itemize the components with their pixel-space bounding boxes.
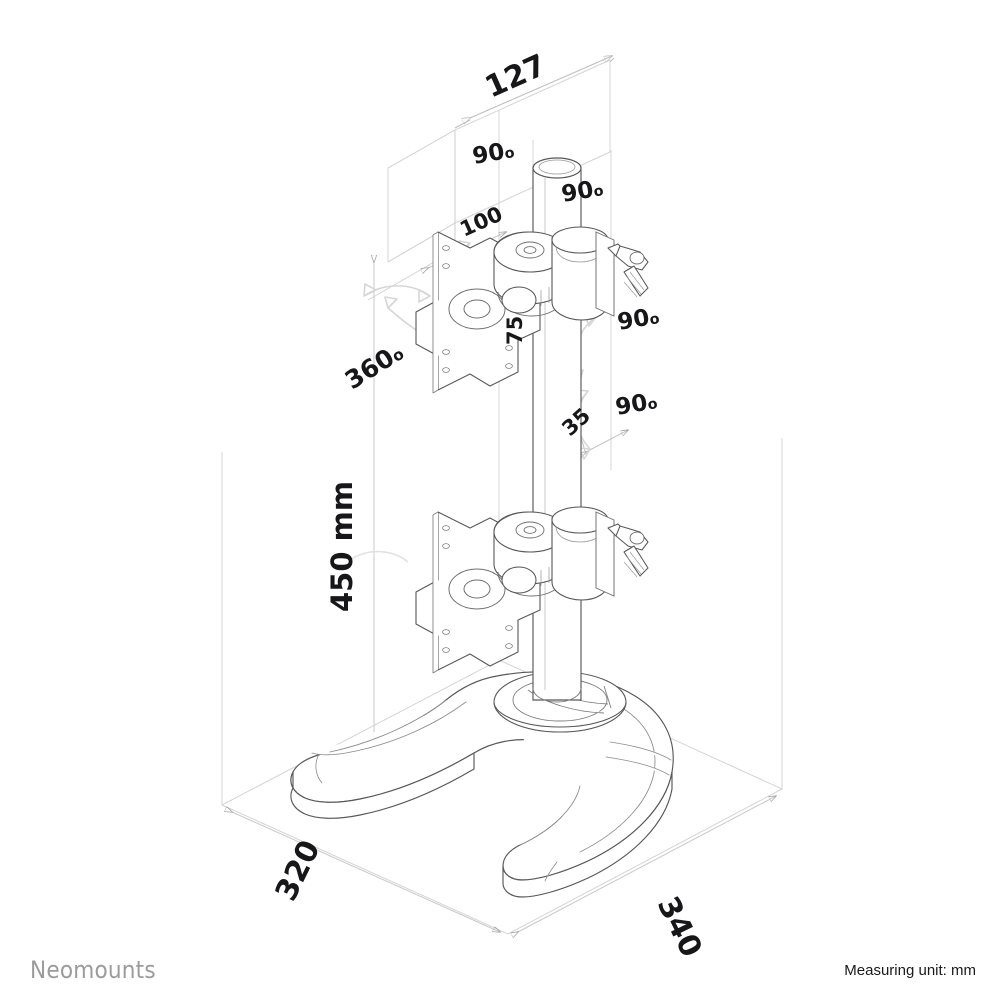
clamp-lever-lower bbox=[607, 523, 649, 578]
angle-label-swivel-upper: 90o bbox=[616, 303, 662, 336]
clamp-lever-upper bbox=[607, 243, 649, 298]
pole-collar-lower bbox=[551, 506, 615, 601]
monitor-mount-lower bbox=[415, 506, 649, 674]
dimension-label-75: 75 bbox=[503, 316, 527, 345]
angle-label-tilt-top: 90o bbox=[471, 137, 517, 170]
pole-collar-upper bbox=[551, 226, 615, 321]
dimension-label-320: 320 bbox=[269, 835, 328, 907]
dimension-label-450mm: 450 mm bbox=[325, 481, 359, 612]
angle-label-rotate-pole: 90o bbox=[560, 175, 606, 208]
tilt-knuckle-lower bbox=[493, 511, 567, 597]
dimension-label-340: 340 bbox=[650, 891, 709, 963]
angle-label-swivel-lower: 90o bbox=[614, 388, 660, 421]
monitor-mount-upper bbox=[415, 226, 649, 394]
dimension-label-127: 127 bbox=[480, 48, 551, 105]
